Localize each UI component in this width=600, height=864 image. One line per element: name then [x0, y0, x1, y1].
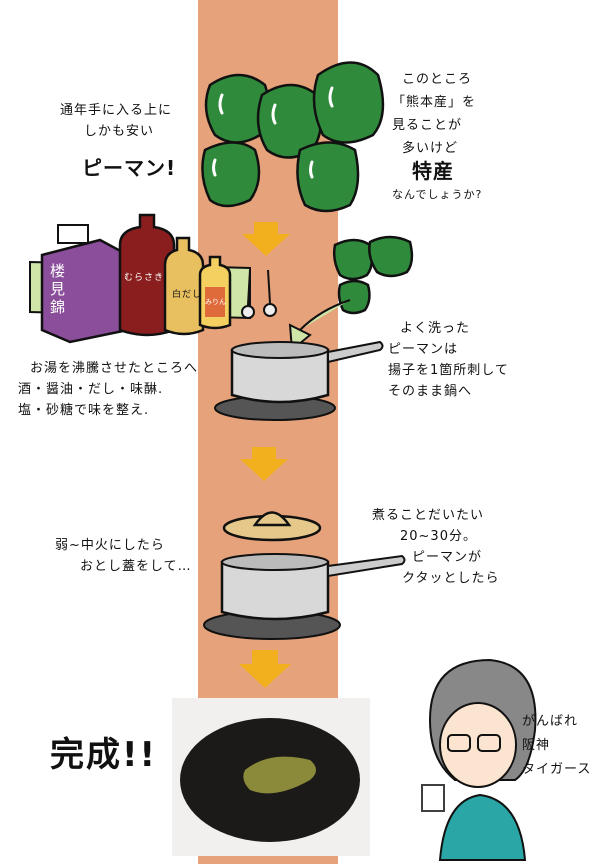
step1-right-text: よく洗った ピーマンは 揚子を1箇所刺して そのまま鍋へ — [388, 318, 509, 402]
text-line: 煮ることだいたい — [372, 508, 485, 523]
text-line: がんばれ — [522, 714, 579, 729]
text-line: 塩・砂糖で味を整え. — [18, 403, 150, 418]
text-line: ピーマンが — [412, 550, 483, 565]
step2-right-text: 煮ることだいたい 20~30分。 ピーマンが クタッとしたら — [372, 505, 499, 589]
text-line: なんでしょうか? — [392, 188, 483, 201]
center-stripe — [198, 0, 338, 864]
text-line: 通年手に入る上に — [60, 103, 173, 118]
text-line: お湯を沸騰させたところへ — [30, 361, 199, 376]
text-line: よく洗った — [400, 321, 471, 336]
text-line: 20~30分。 — [400, 529, 477, 544]
text-line: 酒・醤油・だし・味醂. — [18, 382, 164, 397]
text-line: 阪神 — [522, 738, 551, 753]
text-line: クタッとしたら — [402, 571, 500, 586]
bottle-label-murasaki: むらさき — [124, 273, 165, 283]
cheer-text: がんばれ 阪神 タイガース — [522, 710, 591, 782]
text-line: タイガース — [522, 762, 592, 777]
text-line: 「熊本産」を — [392, 95, 477, 110]
text-line: 揚子を1箇所刺して — [388, 363, 509, 378]
text-line: そのまま鍋へ — [388, 384, 473, 399]
intro-left-text: 通年手に入る上に しかも安い — [60, 100, 172, 142]
pepper-title: ピーマン! — [82, 156, 177, 180]
finish-title: 完成!! — [50, 735, 158, 775]
carton-label: 楼見錦 — [50, 262, 67, 316]
text-line: 多いけど — [402, 141, 459, 156]
text-line: しかも安い — [84, 124, 155, 139]
bottle-label-mirin: みりん — [205, 298, 226, 306]
bottle-label-shirodashi: 白だし — [172, 290, 203, 300]
text-line: このところ — [402, 72, 473, 87]
intro-right-text: このところ 「熊本産」を 見ることが 多いけど 特産 なんでしょうか? — [392, 68, 482, 206]
text-line: おとし蓋をして… — [80, 559, 192, 574]
text-line: 見ることが — [392, 118, 463, 133]
text-line: 特産 — [412, 159, 454, 183]
text-line: 弱~中火にしたら — [55, 538, 165, 553]
text-line: ピーマンは — [388, 342, 459, 357]
step1-left-text: お湯を沸騰させたところへ 酒・醤油・だし・味醂. 塩・砂糖で味を整え. — [18, 358, 198, 421]
step2-left-text: 弱~中火にしたら おとし蓋をして… — [55, 535, 192, 577]
